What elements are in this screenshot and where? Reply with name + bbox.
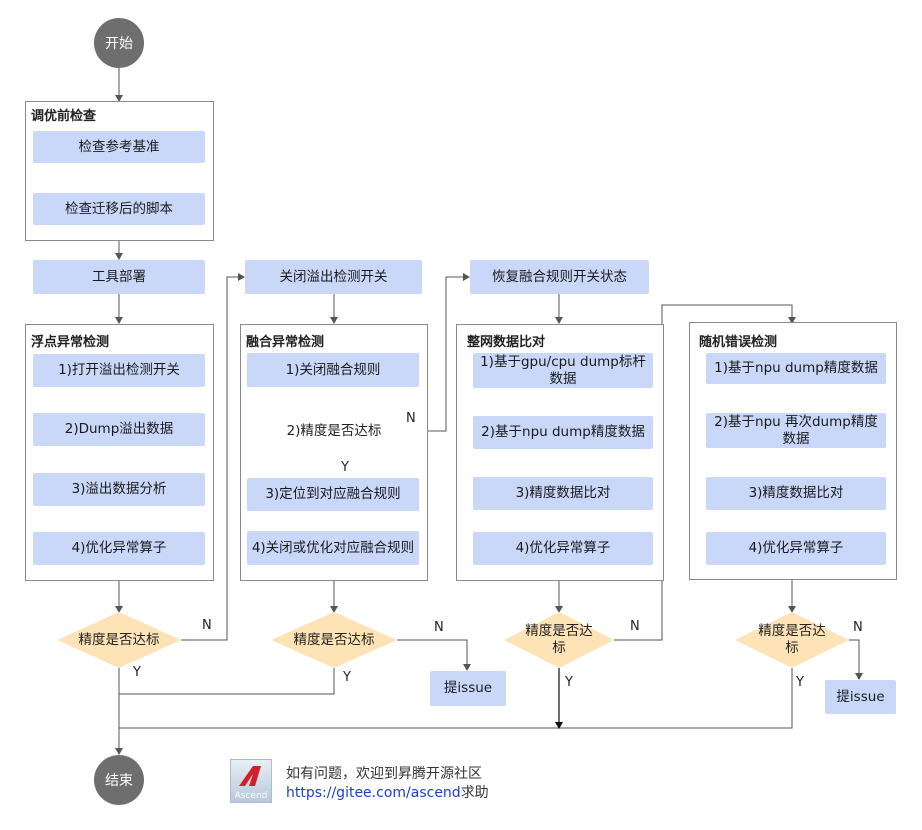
fusion-step: 4)关闭或优化对应融合规则 — [247, 531, 419, 565]
no-label: N — [434, 620, 444, 635]
float-decision-label: 精度是否达标 — [78, 631, 160, 648]
no-label: N — [853, 620, 863, 635]
fusion-step: 1)关闭融合规则 — [247, 353, 419, 387]
tool-deploy-box: 工具部署 — [33, 260, 205, 294]
float-check-title: 浮点异常检测 — [31, 335, 110, 350]
float-step: 2)Dump溢出数据 — [33, 413, 205, 446]
float-step: 4)优化异常算子 — [33, 532, 205, 565]
net-decision-label: 精度是否达标 — [525, 623, 593, 656]
yes-label: Y — [796, 675, 804, 690]
pre-check-title: 调优前检查 — [31, 109, 97, 124]
net-step: 4)优化异常算子 — [473, 532, 653, 565]
restore-fusion-box: 恢复融合规则开关状态 — [470, 260, 649, 294]
footer-link-line: https://gitee.com/ascend求助 — [286, 782, 489, 802]
fusion-decision-diamond — [271, 612, 397, 668]
no-label: N — [406, 411, 416, 426]
pre-check-step: 检查迁移后的脚本 — [33, 193, 205, 225]
fusion-step: 3)定位到对应融合规则 — [247, 478, 419, 511]
random-step: 4)优化异常算子 — [706, 532, 886, 565]
svg-text:Ascend: Ascend — [235, 791, 268, 801]
start-node: 开始 — [94, 18, 144, 68]
yes-label: Y — [133, 665, 141, 680]
close-overflow-box: 关闭溢出检测开关 — [245, 260, 422, 294]
yes-label: Y — [565, 675, 573, 690]
random-step: 1)基于npu dump精度数据 — [706, 353, 886, 384]
net-step: 3)精度数据比对 — [473, 477, 653, 510]
yes-label: Y — [343, 670, 351, 685]
no-label: N — [202, 618, 212, 633]
random-error-title: 随机错误检测 — [699, 335, 778, 350]
fusion-decision-label: 精度是否达标 — [293, 631, 375, 648]
issue-box: 提issue — [825, 680, 896, 714]
footer-help-text: 如有问题，欢迎到昇腾开源社区 — [286, 766, 482, 782]
pre-check-step: 检查参考基准 — [33, 131, 205, 163]
fusion-inner-decision-label: 2)精度是否达标 — [286, 422, 382, 439]
net-step: 2)基于npu dump精度数据 — [473, 416, 653, 449]
footer-suffix: 求助 — [460, 785, 489, 801]
float-decision-diamond — [57, 612, 181, 668]
ascend-logo-mark: Ascend — [235, 766, 268, 801]
random-step: 3)精度数据比对 — [706, 477, 886, 510]
yes-label: Y — [341, 460, 349, 475]
end-node: 结束 — [94, 755, 144, 805]
fusion-check-title: 融合异常检测 — [246, 335, 325, 350]
ascend-logo: Ascend — [230, 759, 272, 803]
issue-box: 提issue — [430, 671, 506, 706]
float-step: 1)打开溢出检测开关 — [33, 354, 205, 387]
random-decision-diamond — [735, 612, 849, 668]
net-decision-diamond — [504, 612, 614, 668]
gitee-link[interactable]: https://gitee.com/ascend — [286, 785, 461, 801]
float-step: 3)溢出数据分析 — [33, 473, 205, 506]
random-decision-label: 精度是否达标 — [758, 623, 826, 656]
no-label: N — [630, 619, 640, 634]
net-step: 1)基于gpu/cpu dump标杆数据 — [473, 353, 653, 388]
net-compare-title: 整网数据比对 — [467, 335, 546, 350]
random-step: 2)基于npu 再次dump精度数据 — [706, 413, 886, 448]
